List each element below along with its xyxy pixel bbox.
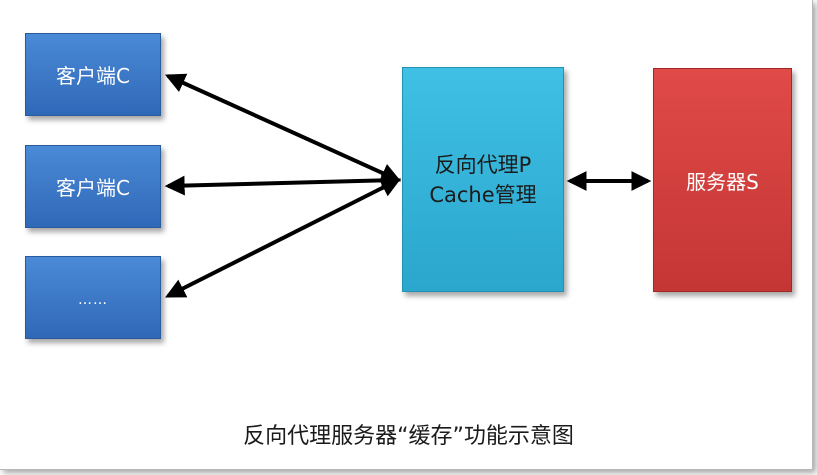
server-label: 服务器S: [686, 169, 759, 194]
arrow-client-2-proxy: [164, 170, 402, 196]
client-label-more: ……: [78, 291, 108, 308]
server-box: 服务器S: [653, 68, 792, 292]
client-box-more: ……: [25, 256, 161, 339]
diagram-caption: 反向代理服务器“缓存”功能示意图: [243, 424, 574, 449]
client-box-2: 客户端C: [25, 145, 161, 228]
client-box-1: 客户端C: [25, 33, 161, 116]
reverse-proxy-box: 反向代理P Cache管理: [402, 67, 564, 292]
client-label-1: 客户端C: [56, 64, 130, 88]
arrow-client-1-proxy: [164, 73, 402, 183]
arrow-client-3-proxy: [165, 178, 401, 298]
reverse-proxy-label: 反向代理P Cache管理: [429, 152, 537, 207]
client-label-2: 客户端C: [56, 176, 130, 200]
